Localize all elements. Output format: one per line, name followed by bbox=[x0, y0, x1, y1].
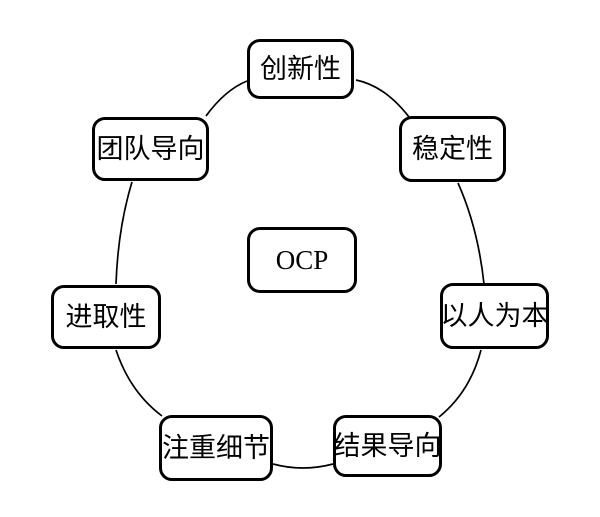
arc-innovation-to-stability bbox=[355, 79, 410, 118]
arc-detail-to-aggressive bbox=[115, 349, 163, 417]
node-people-oriented[interactable]: 以人为本 bbox=[440, 283, 549, 349]
arc-aggressive-to-team bbox=[115, 181, 133, 285]
node-results-oriented[interactable]: 结果导向 bbox=[333, 415, 442, 477]
center-node-label: OCP bbox=[275, 244, 329, 275]
node-people-oriented-label: 以人为本 bbox=[440, 300, 549, 332]
arc-stability-to-people bbox=[457, 182, 485, 285]
node-innovation[interactable]: 创新性 bbox=[247, 39, 354, 99]
node-stability[interactable]: 稳定性 bbox=[399, 116, 506, 182]
node-aggressiveness-label: 进取性 bbox=[65, 301, 147, 333]
node-innovation-label: 创新性 bbox=[260, 53, 341, 85]
node-results-oriented-label: 结果导向 bbox=[333, 430, 442, 462]
node-stability-label: 稳定性 bbox=[412, 133, 493, 165]
node-aggressiveness[interactable]: 进取性 bbox=[51, 285, 161, 349]
arc-results-to-detail bbox=[272, 463, 334, 469]
node-team-oriented[interactable]: 团队导向 bbox=[92, 117, 209, 181]
node-attention-detail[interactable]: 注重细节 bbox=[159, 415, 273, 481]
node-attention-detail-label: 注重细节 bbox=[162, 432, 270, 464]
arc-people-to-results bbox=[438, 349, 482, 418]
center-node[interactable]: OCP bbox=[247, 227, 357, 293]
arc-team-to-innovation bbox=[205, 80, 248, 117]
node-team-oriented-label: 团队导向 bbox=[96, 133, 205, 165]
